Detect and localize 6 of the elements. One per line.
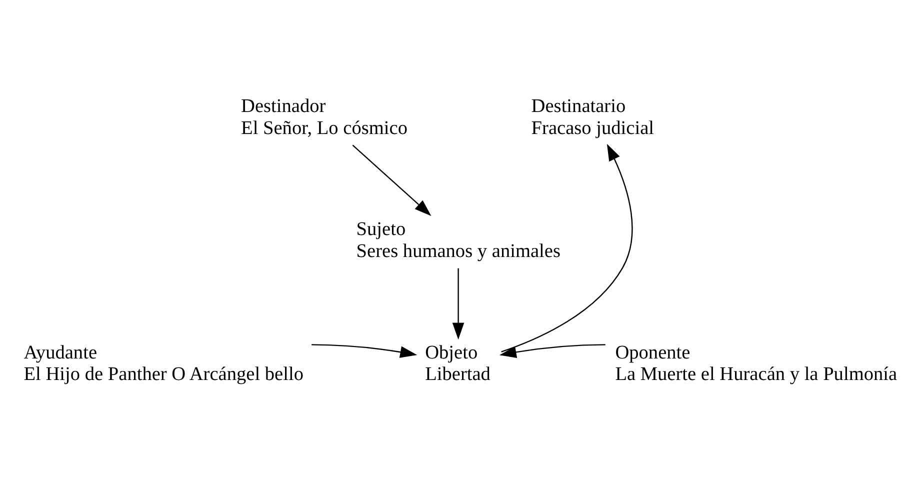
node-text: Destinador El Señor, Lo cósmico [241, 96, 408, 138]
node-text: Objeto Libertad [425, 342, 490, 385]
node-text: Ayudante El Hijo de Panther O Arcángel bello [24, 342, 304, 385]
node-text: Oponente La Muerte el Huracán y la Pulmonía [615, 342, 898, 385]
node-text: Destinatario Fracaso judicial [531, 96, 654, 138]
node-text: Sujeto Seres humanos y animales [356, 218, 560, 262]
